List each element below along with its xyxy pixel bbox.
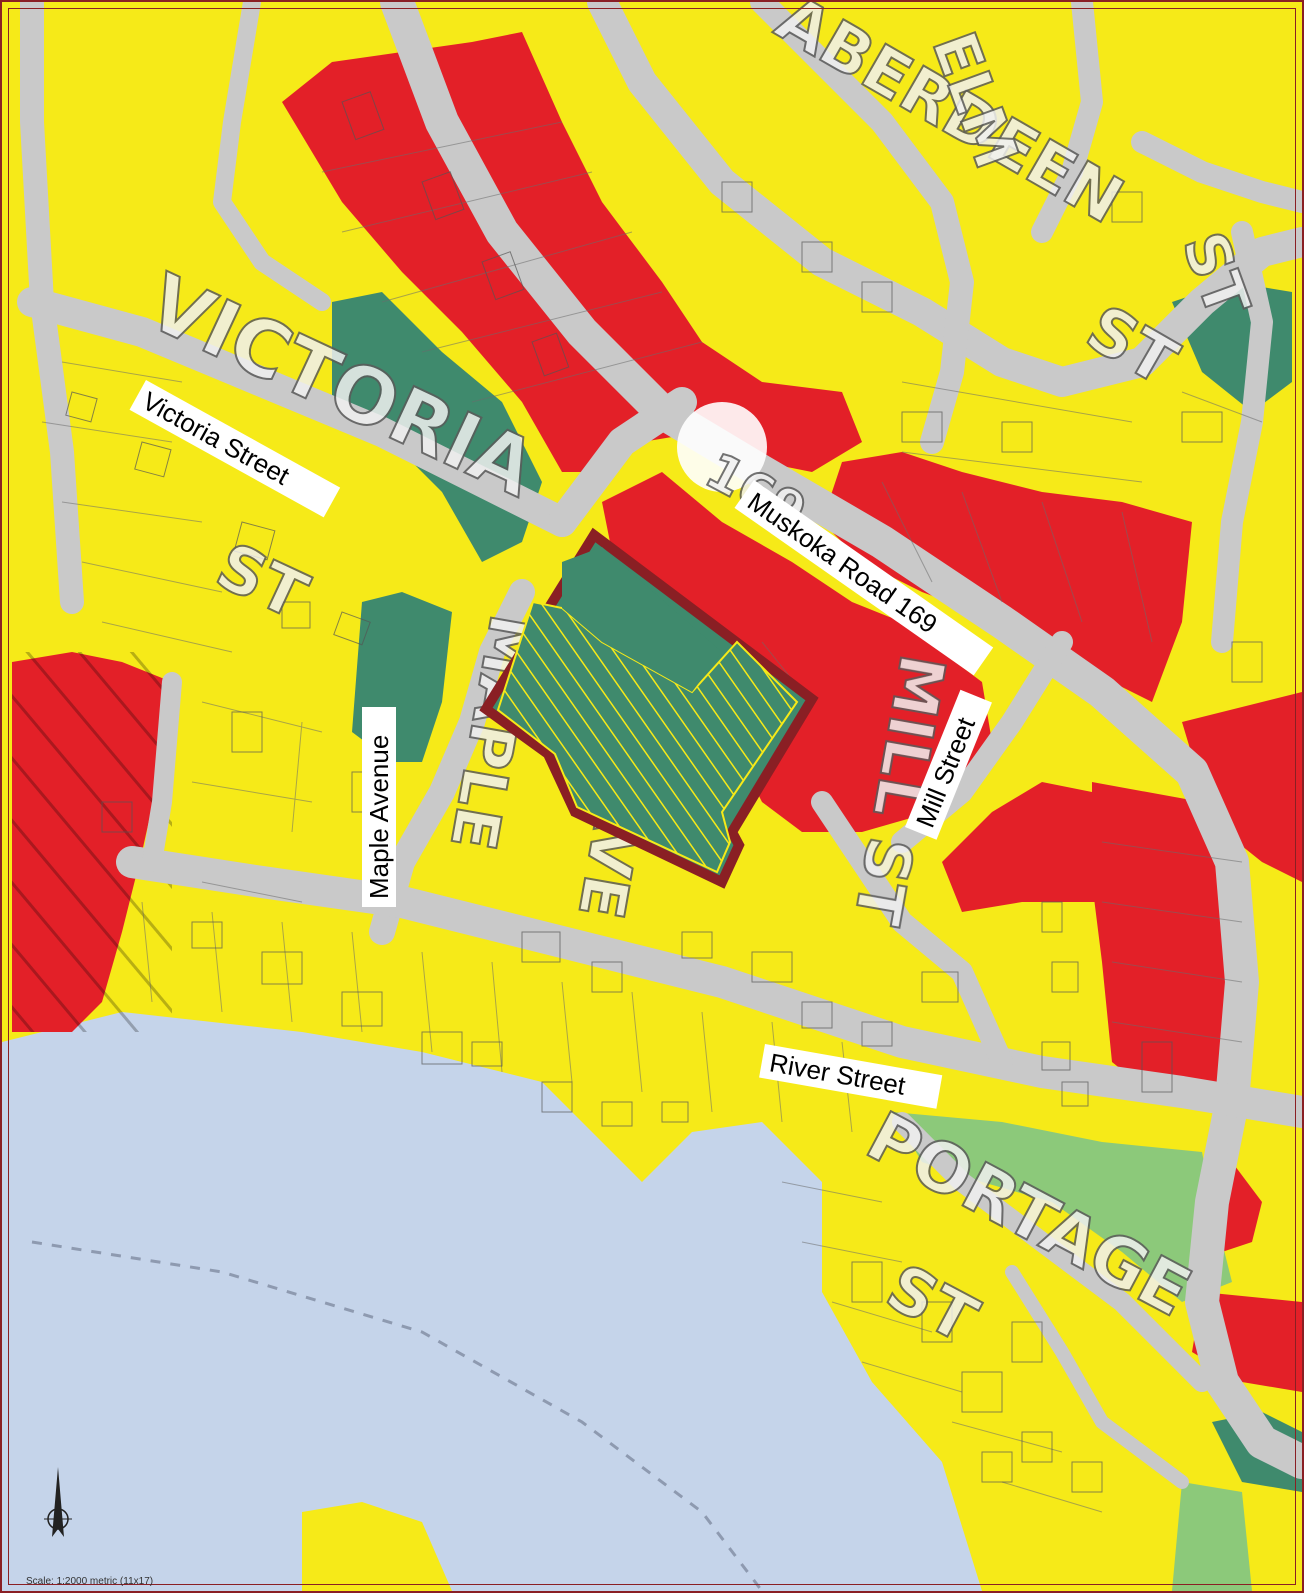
water-body xyxy=(2,1012,982,1591)
north-arrow: N xyxy=(44,1467,72,1537)
water-dash-line xyxy=(31,1240,764,1591)
maple-avenue-text: Maple Avenue xyxy=(364,735,394,899)
water-shoreline-islet xyxy=(302,1502,452,1591)
north-arrow-label: N xyxy=(54,1515,61,1526)
subject-property[interactable] xyxy=(479,527,819,889)
building-footprints xyxy=(65,91,1263,1493)
maple-avenue-label: Maple Avenue xyxy=(362,707,396,907)
subject-property-unhatched-part xyxy=(562,547,722,692)
commercial-zones xyxy=(12,32,1302,1392)
map-scale: Scale: 1:2000 metric (11x17) xyxy=(26,1576,154,1587)
park-light-zones xyxy=(892,1112,1252,1591)
highway-shield-area xyxy=(677,402,767,492)
